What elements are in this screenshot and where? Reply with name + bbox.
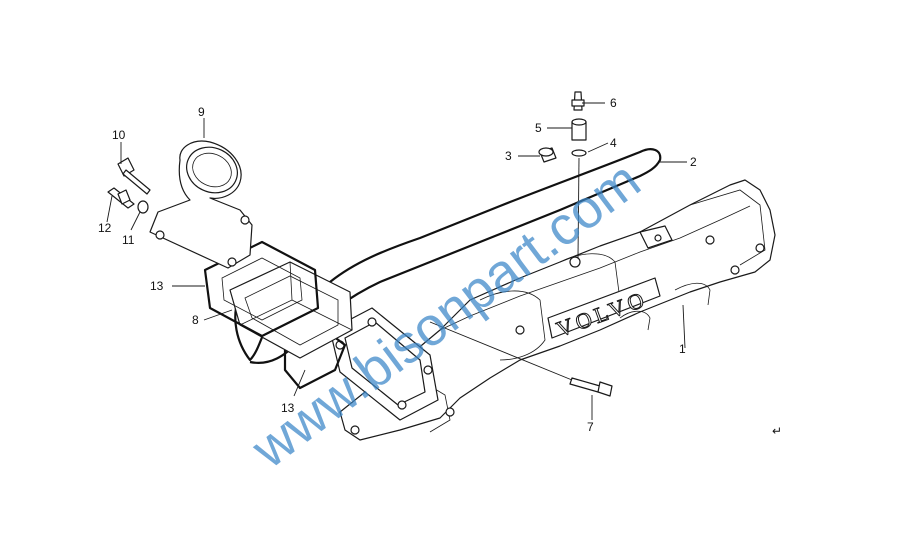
callout-9: 9 — [198, 105, 205, 119]
callout-12: 12 — [98, 221, 112, 235]
washer-11 — [137, 200, 149, 214]
callout-3: 3 — [505, 149, 512, 163]
bolt-axis-line — [429, 321, 573, 381]
callout-8: 8 — [192, 313, 199, 327]
return-mark: ↵ — [772, 424, 782, 438]
callout-1: 1 — [679, 342, 686, 356]
callout-10: 10 — [112, 128, 126, 142]
flange-gasket-upper — [203, 240, 320, 338]
callout-4: 4 — [610, 136, 617, 150]
plug-3 — [538, 147, 557, 163]
callout-6: 6 — [610, 96, 617, 110]
callout-5: 5 — [535, 121, 542, 135]
seal-ring-4 — [571, 149, 587, 157]
screw-12 — [107, 187, 135, 209]
temperature-sensor-6 — [571, 91, 585, 111]
callout-13-lower: 13 — [281, 401, 295, 415]
callout-2: 2 — [690, 155, 697, 169]
adapter-5 — [571, 118, 587, 141]
sensor-axis-line — [577, 157, 580, 259]
inlet-elbow — [149, 140, 253, 269]
bolt-10 — [117, 157, 151, 195]
callout-11: 11 — [122, 233, 135, 247]
callout-13-upper: 13 — [150, 279, 164, 293]
callout-7: 7 — [587, 420, 594, 434]
intake-manifold — [339, 179, 776, 441]
bolt-7 — [569, 377, 613, 397]
inlet-flange-assembly — [329, 307, 439, 421]
